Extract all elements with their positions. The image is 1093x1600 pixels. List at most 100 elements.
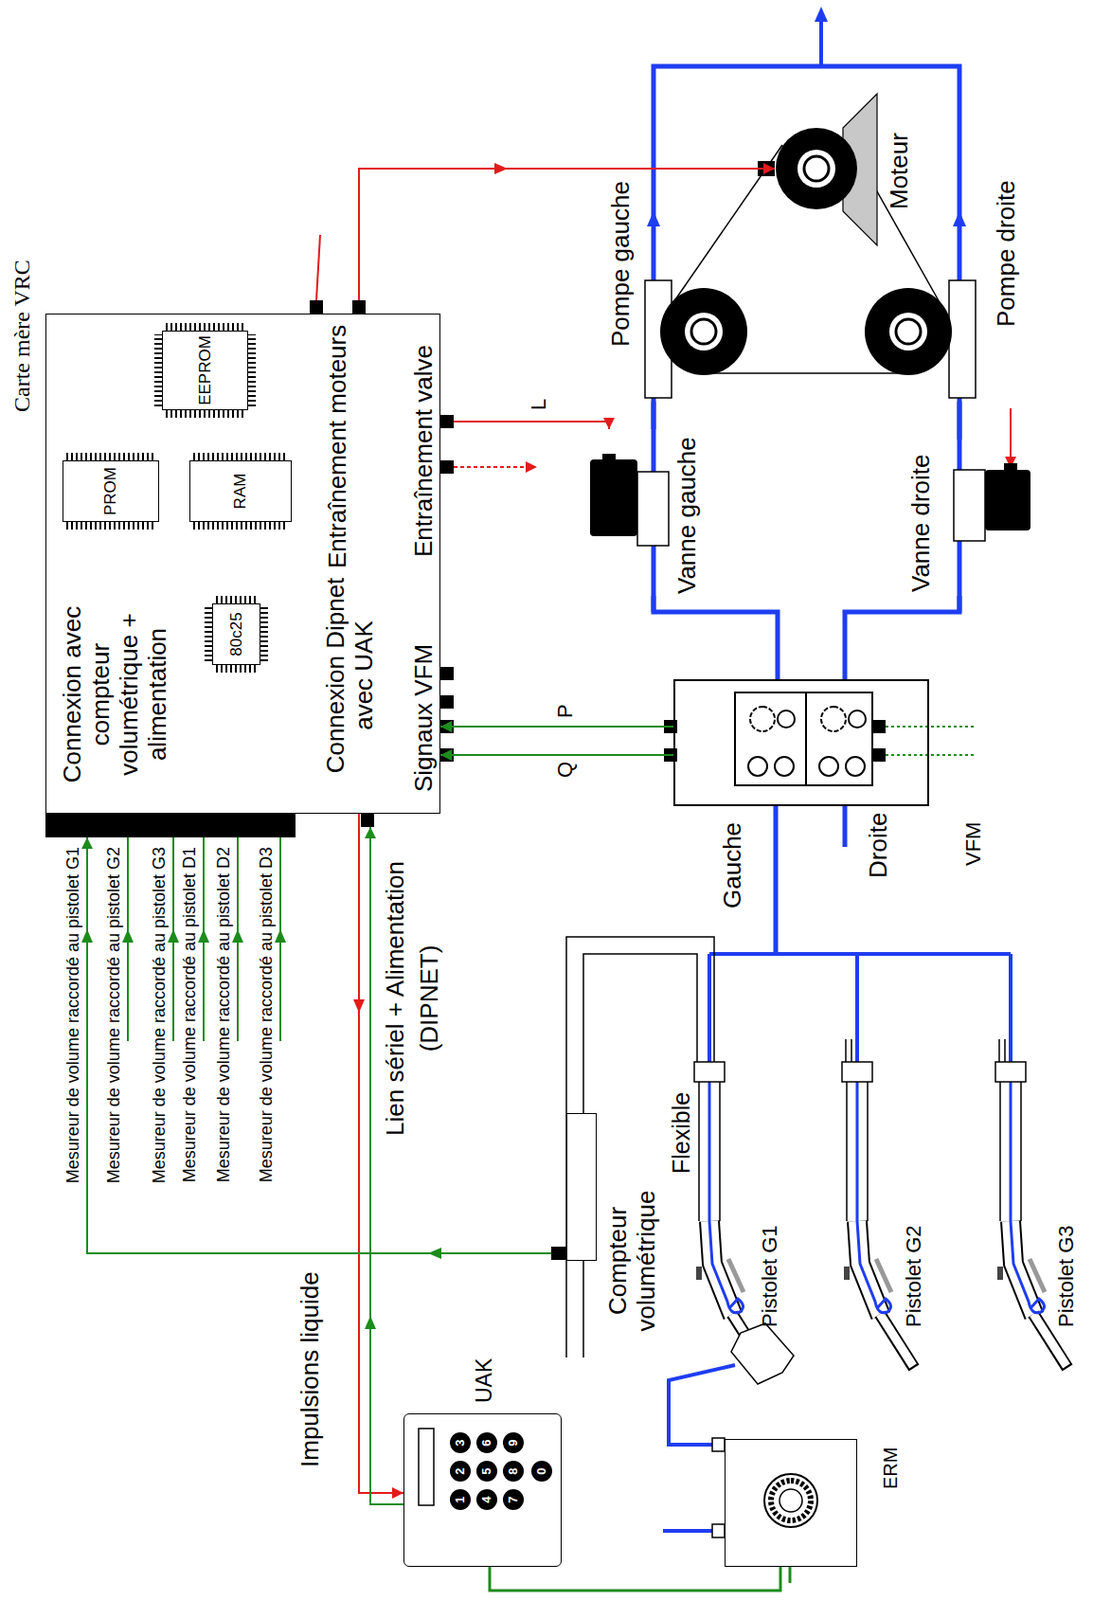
connector xyxy=(653,595,778,680)
pipe xyxy=(653,66,960,612)
chip-pins xyxy=(66,452,156,461)
pipe xyxy=(709,953,1011,1062)
connector xyxy=(844,595,960,680)
chip-label: 80c25 xyxy=(213,604,260,664)
chip-label-run: 80c25 xyxy=(227,611,247,656)
chip-pins xyxy=(165,322,245,331)
pump-body xyxy=(949,280,976,398)
pulley-hole xyxy=(797,149,836,188)
valve-coil xyxy=(590,459,638,537)
erm-dial-hub xyxy=(779,1488,803,1512)
pulley-hole xyxy=(889,312,928,351)
node-text: 4 xyxy=(476,1488,498,1510)
label: Pistolet G2 xyxy=(901,1224,927,1327)
pipe xyxy=(709,951,1011,956)
valve: Vanne droite xyxy=(904,439,1033,596)
vfm-gear xyxy=(750,706,775,732)
node-text: 6 xyxy=(476,1432,498,1453)
chip-pins xyxy=(165,410,245,418)
node-text: 7 xyxy=(502,1488,524,1510)
signal-arrow xyxy=(232,929,244,943)
vapour-pipe xyxy=(662,1528,713,1533)
board-connector xyxy=(309,300,323,314)
node-text: Pompe droite xyxy=(991,179,1022,327)
chip-body: 80c25 xyxy=(212,603,261,665)
keypad-key: 0 xyxy=(531,1460,553,1482)
keypad-key: 8 xyxy=(502,1460,524,1482)
vfm-gear xyxy=(848,710,866,728)
valve-body xyxy=(637,471,669,546)
node-text: Entraînement valve xyxy=(409,344,438,557)
hose-connector xyxy=(995,1061,1026,1082)
node-text: 1 xyxy=(449,1488,471,1510)
valve-wire xyxy=(1009,408,1012,460)
label: Pistolet G1 xyxy=(757,1224,783,1327)
erm-box: ERM xyxy=(724,1438,858,1567)
label: Mesureur de volume raccordé au pistolet … xyxy=(104,846,125,1226)
signal-arrow xyxy=(274,929,287,943)
pulley-hub xyxy=(804,156,829,181)
chip-pins xyxy=(215,664,257,673)
chip-label: RAM xyxy=(190,461,291,521)
node-text: 9 xyxy=(502,1432,524,1453)
node-text: Signaux VFM xyxy=(409,644,438,792)
node-text: Connexion avec compteur volumétrique + a… xyxy=(57,590,172,799)
keypad-key: 2 xyxy=(449,1460,471,1482)
flow-arrow xyxy=(952,211,967,227)
label: Mesureur de volume raccordé au pistolet … xyxy=(214,846,234,1226)
vfm-rotor xyxy=(774,756,794,776)
node-text: Vanne gauche xyxy=(672,436,702,594)
chip-pins xyxy=(193,452,288,461)
vfm-box: VFM xyxy=(673,679,930,807)
chip: 80c25 xyxy=(204,595,269,673)
chip-body: RAM xyxy=(189,460,292,522)
board-connector xyxy=(360,813,375,827)
connector xyxy=(453,421,610,430)
node-text: ERM xyxy=(878,1447,902,1489)
valve-wire xyxy=(453,465,527,468)
erm-port xyxy=(712,1523,725,1538)
chip: EEPROM xyxy=(154,322,256,418)
meter-hose xyxy=(583,953,698,1358)
label: Mesureur de volume raccordé au pistolet … xyxy=(149,846,170,1226)
chip-label-run: RAM xyxy=(231,473,251,510)
hose-connector xyxy=(842,1061,873,1082)
edge-label: Q xyxy=(553,759,578,780)
label: Mesureur de volume raccordé au pistolet … xyxy=(179,846,200,1226)
signal-arrow xyxy=(167,929,180,943)
keypad-key: 7 xyxy=(502,1488,524,1510)
flow-arrow xyxy=(814,6,828,22)
vfm-connector xyxy=(872,748,886,762)
valve: Vanne gauche xyxy=(585,429,707,596)
chip-label: PROM xyxy=(63,461,159,521)
keypad-key: 9 xyxy=(502,1432,524,1453)
edge-label: L xyxy=(526,396,552,413)
pump: Pompe droite xyxy=(945,181,1020,402)
label: Impulsions liquide xyxy=(295,1271,325,1468)
board-connector xyxy=(440,460,454,474)
pulley xyxy=(864,287,952,376)
chip-pins xyxy=(66,521,156,530)
keypad-key: 3 xyxy=(449,1432,471,1453)
valve-body xyxy=(953,469,986,541)
signal-arrow xyxy=(122,929,134,943)
belt xyxy=(703,372,909,375)
chip-label-run: PROM xyxy=(101,466,121,516)
keypad-key: 1 xyxy=(449,1488,471,1510)
label: Lien sériel + Alimentation (DIPNET) xyxy=(377,842,447,1155)
connector xyxy=(440,753,674,756)
valve-connector xyxy=(602,453,616,466)
chip-pins xyxy=(248,334,256,407)
label: Pistolet G3 xyxy=(1054,1224,1079,1327)
vfm-rotor xyxy=(819,756,839,776)
vfm-gear xyxy=(821,706,846,732)
label: Gauche xyxy=(717,822,748,909)
meter-hose xyxy=(566,936,715,1358)
connector xyxy=(87,837,552,1254)
chip-body: EEPROM xyxy=(161,330,249,411)
chip: PROM xyxy=(62,452,160,530)
erm-port xyxy=(712,1437,725,1452)
chip-body: PROM xyxy=(62,460,160,522)
signal-arrow xyxy=(197,929,210,943)
vapour-adapter xyxy=(731,1323,794,1384)
